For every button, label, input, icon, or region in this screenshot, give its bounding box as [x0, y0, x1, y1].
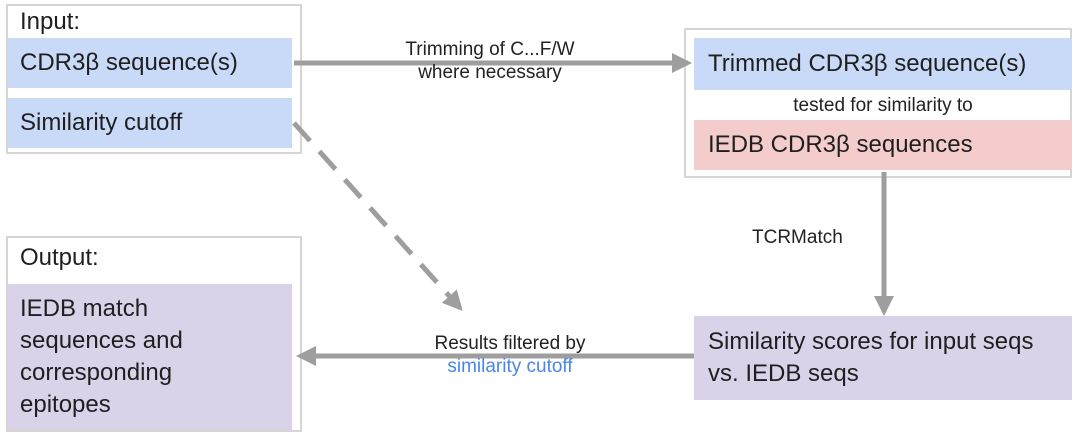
filtered-label-line1: Results filtered by	[434, 333, 586, 354]
output-line4: epitopes	[20, 391, 111, 418]
output-line2: sequences and	[20, 327, 183, 354]
filtered-label-line2: similarity cutoff	[447, 356, 573, 377]
tcrmatch-label: TCRMatch	[752, 227, 843, 248]
output-heading: Output:	[20, 244, 99, 271]
cutoff-dashed-arrow	[292, 121, 463, 311]
input-heading: Input:	[20, 8, 81, 35]
similarity-scores-box: Similarity scores for input seqs vs. IED…	[694, 316, 1072, 400]
tested-for-similarity-label: tested for similarity to	[793, 95, 973, 116]
trimming-label: Trimming of C...F/W where necessary	[360, 38, 620, 84]
filtered-label: Results filtered by similarity cutoff	[380, 332, 640, 378]
trimming-label-line2: where necessary	[418, 62, 562, 83]
cdr3b-sequences-box: CDR3β sequence(s)	[8, 38, 292, 88]
trimmed-sequences-box: Trimmed CDR3β sequence(s)	[694, 38, 1072, 90]
similarity-cutoff-box: Similarity cutoff	[8, 98, 292, 148]
output-line3: corresponding	[20, 359, 173, 386]
output-line1: IEDB match	[20, 295, 149, 322]
similarity-scores-line1: Similarity scores for input seqs	[708, 328, 1034, 355]
trimming-label-line1: Trimming of C...F/W	[405, 39, 575, 60]
iedb-sequences-box: IEDB CDR3β sequences	[694, 120, 1072, 170]
iedb-match-box: IEDB match sequences and corresponding e…	[8, 284, 292, 430]
similarity-scores-line2: vs. IEDB seqs	[708, 360, 859, 387]
